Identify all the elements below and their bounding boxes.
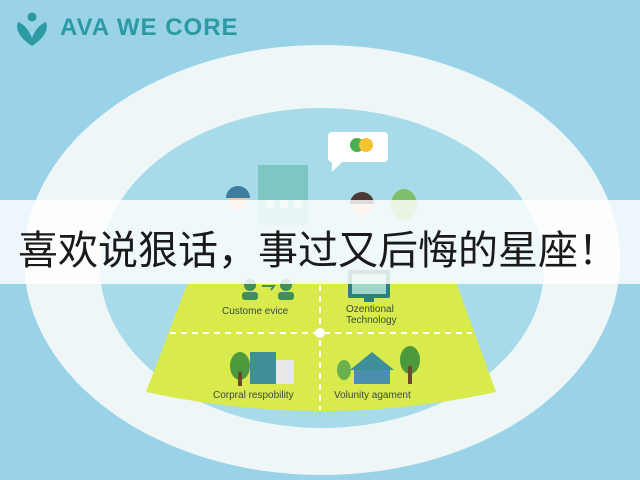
headline-text: 喜欢说狠话，事过又后悔的星座！ bbox=[18, 228, 618, 274]
brand-logo[interactable]: AVA WE CORE bbox=[12, 8, 239, 48]
speech-bubble-icon bbox=[328, 132, 388, 172]
headline-banner bbox=[0, 200, 640, 284]
divider-center-dot bbox=[315, 328, 325, 338]
quadrant-label-customer-service: Custome evice bbox=[222, 306, 289, 317]
brand-name: AVA WE CORE bbox=[60, 14, 239, 41]
city-icon bbox=[230, 352, 294, 386]
quadrant-label-responsibility: Corpral respobility bbox=[213, 390, 294, 401]
quadrant-label-volunteering: Volunity agament bbox=[334, 390, 411, 401]
quadrant-label-technology: Ozentional Technology bbox=[346, 304, 397, 326]
house-trees-icon bbox=[337, 346, 420, 384]
leaf-heart-icon bbox=[17, 12, 47, 46]
